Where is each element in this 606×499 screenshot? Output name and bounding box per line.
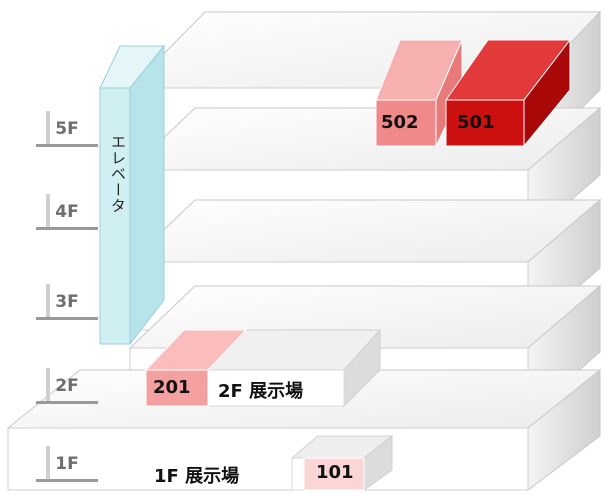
floor-tick-base: [36, 479, 98, 482]
floor-tick: [46, 446, 50, 482]
floor-label-3f-text: 3F: [55, 292, 79, 312]
room-201-label: 201: [153, 377, 191, 398]
room-201-box[interactable]: [144, 329, 248, 407]
room-101-box[interactable]: [290, 434, 394, 491]
floor-label-1f: 1F: [36, 446, 98, 482]
room-501-label: 501: [457, 112, 495, 133]
floor-tick-base: [36, 227, 98, 230]
room-502-label: 502: [381, 112, 419, 133]
elevator-label: エレベータ: [109, 134, 127, 214]
room-502-box[interactable]: [375, 39, 463, 147]
exhibit-2f-label: 2F 展示場: [218, 381, 304, 402]
floor-tick: [46, 368, 50, 404]
exhibit-1f-label: 1F 展示場: [154, 466, 240, 487]
floor-tick-base: [36, 317, 98, 320]
floor-label-2f-text: 2F: [55, 376, 79, 396]
floor-label-4f-text: 4F: [55, 202, 79, 222]
floor-label-1f-text: 1F: [55, 454, 79, 474]
floor-tick: [46, 111, 50, 147]
floor-label-2f: 2F: [36, 368, 98, 404]
floor-tick-base: [36, 144, 98, 147]
floor-tick: [46, 194, 50, 230]
room-101-label: 101: [316, 462, 354, 483]
room-501-box[interactable]: [445, 38, 572, 148]
elevator-shaft: [99, 44, 166, 346]
floor-label-5f-text: 5F: [55, 119, 79, 139]
floor-label-4f: 4F: [36, 194, 98, 230]
floor-label-3f: 3F: [36, 284, 98, 320]
floor-tick-base: [36, 401, 98, 404]
floor-label-5f: 5F: [36, 111, 98, 147]
floor-tick: [46, 284, 50, 320]
